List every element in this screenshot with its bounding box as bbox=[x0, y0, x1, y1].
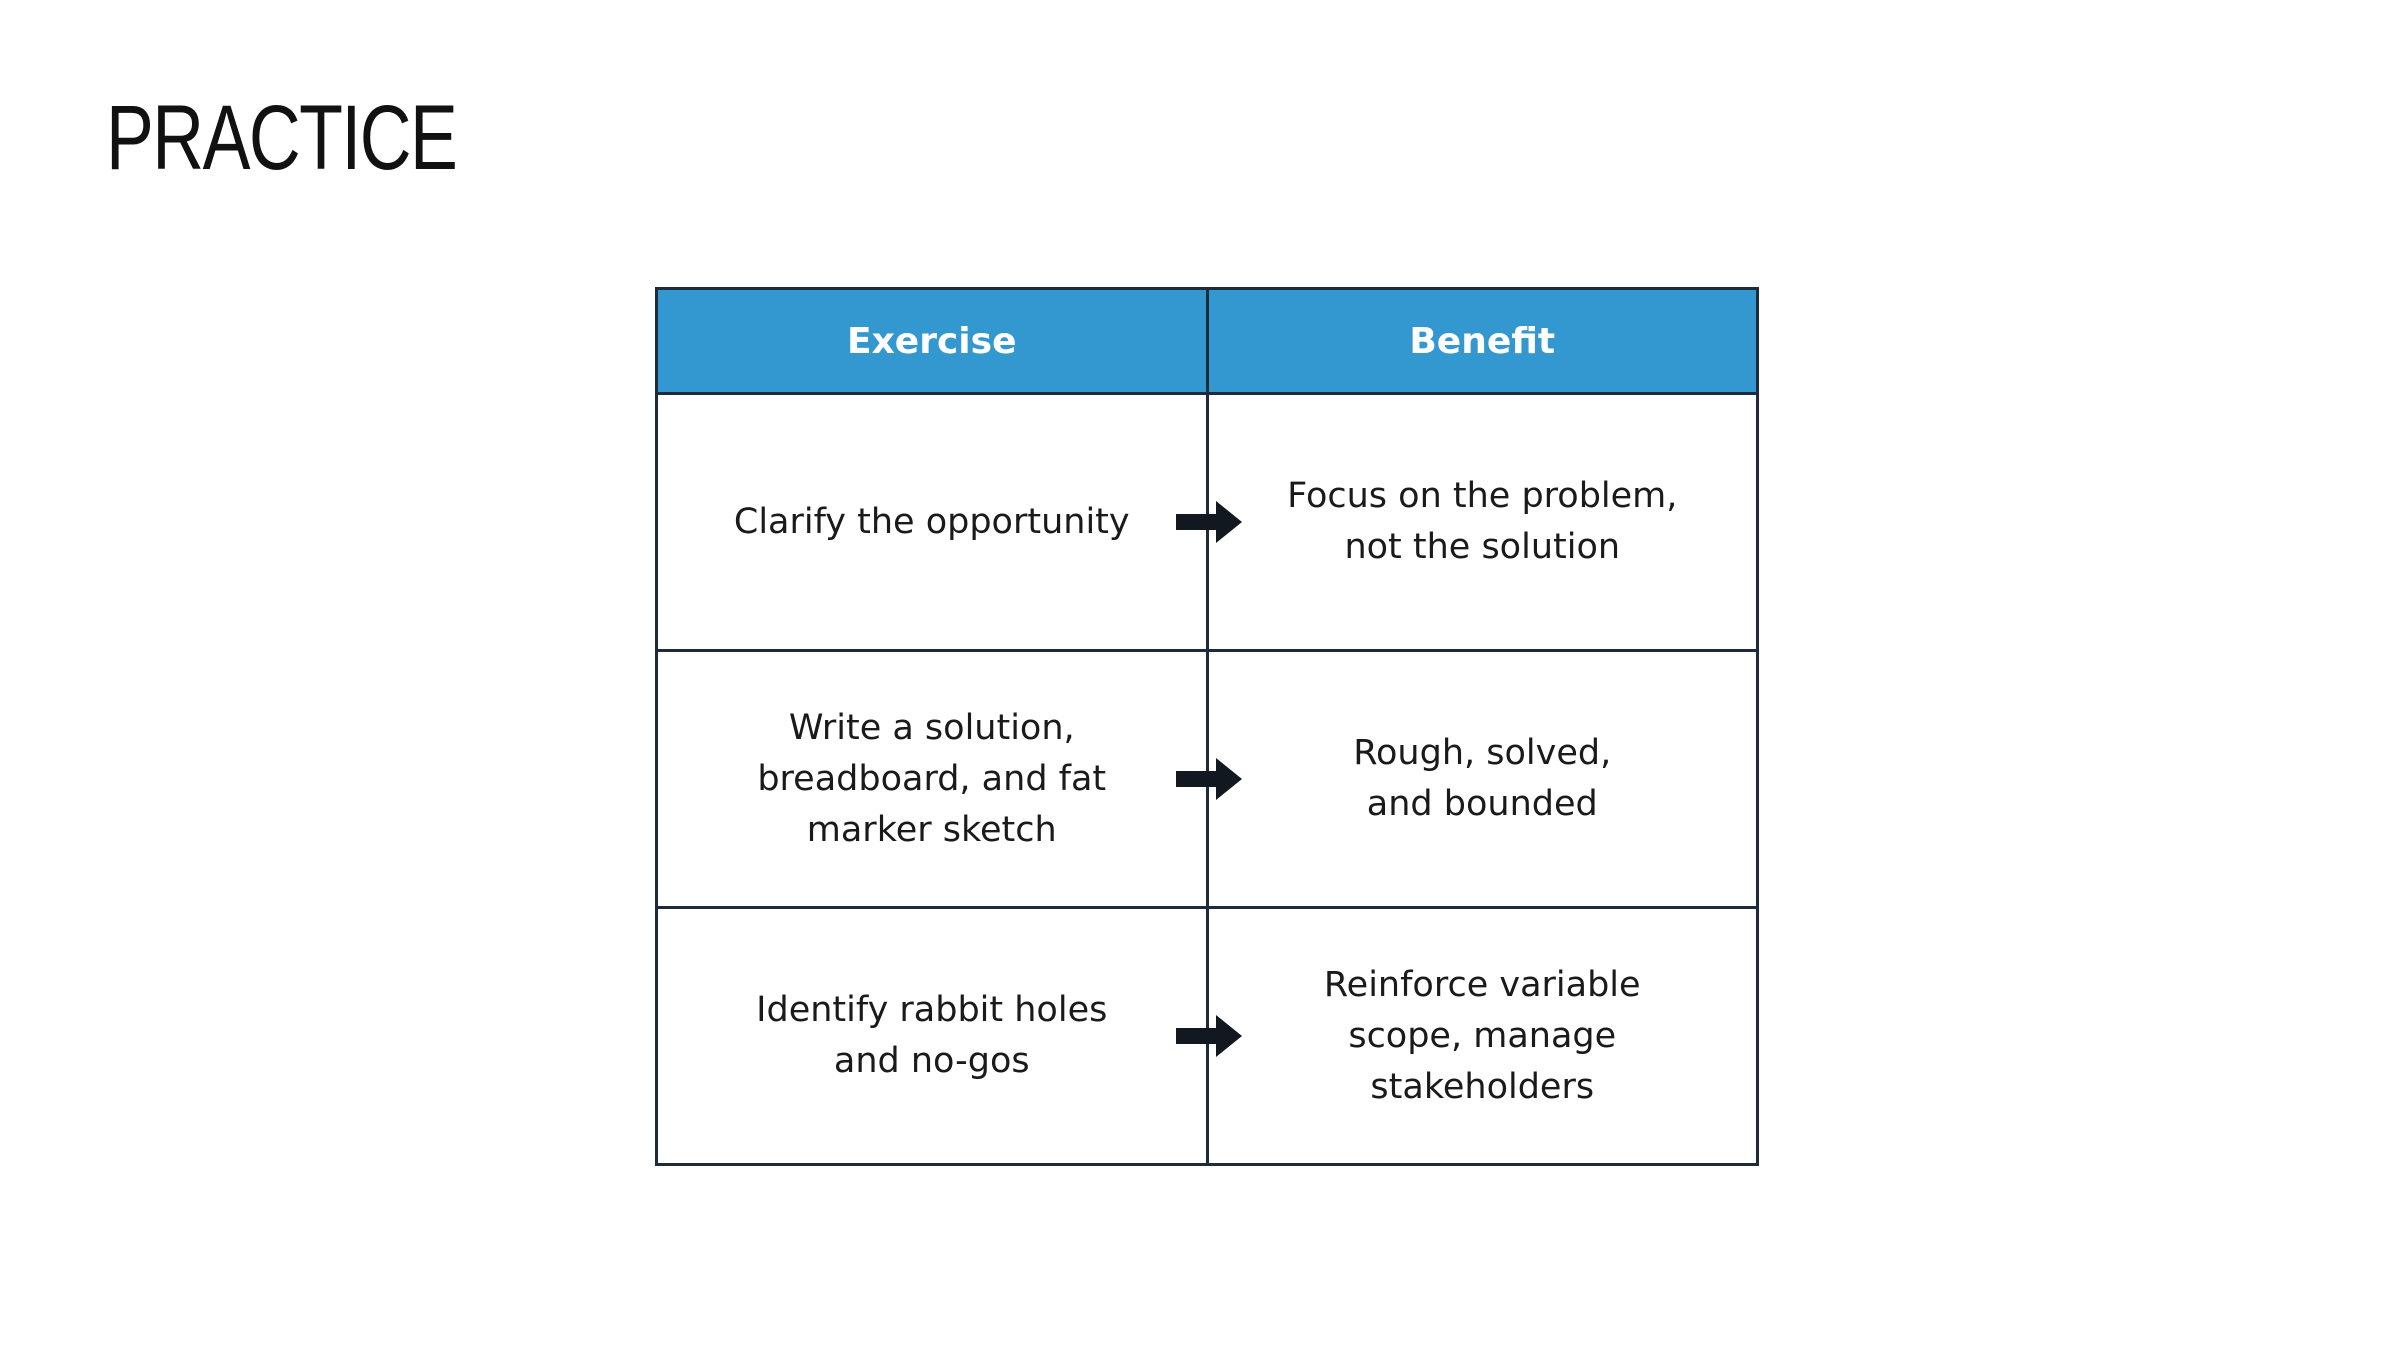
right-arrow-icon bbox=[1175, 758, 1242, 800]
column-header-exercise: Exercise bbox=[655, 287, 1209, 395]
benefit-cell: Focus on the problem,not the solution bbox=[1205, 392, 1759, 652]
exercise-cell: Clarify the opportunity bbox=[655, 392, 1242, 652]
right-arrow-icon bbox=[1175, 501, 1242, 543]
page-title: PRACTICE bbox=[106, 87, 458, 189]
benefit-text: Focus on the problem,not the solution bbox=[1287, 476, 1678, 567]
exercise-text: Clarify the opportunity bbox=[733, 501, 1130, 542]
benefit-text: Rough, solved,and bounded bbox=[1353, 733, 1612, 824]
benefit-cell: Rough, solved,and bounded bbox=[1205, 649, 1759, 909]
right-arrow-icon bbox=[1175, 1015, 1242, 1057]
table-body: Clarify the opportunity Focus on the pro… bbox=[655, 392, 1759, 1166]
table-header: Exercise Benefit bbox=[655, 287, 1759, 395]
practice-table: Exercise Benefit Clarify the opportunity… bbox=[655, 287, 1759, 1166]
column-header-benefit: Benefit bbox=[1205, 287, 1759, 395]
table-row: Clarify the opportunity Focus on the pro… bbox=[655, 392, 1759, 652]
table-header-row: Exercise Benefit bbox=[655, 287, 1759, 395]
